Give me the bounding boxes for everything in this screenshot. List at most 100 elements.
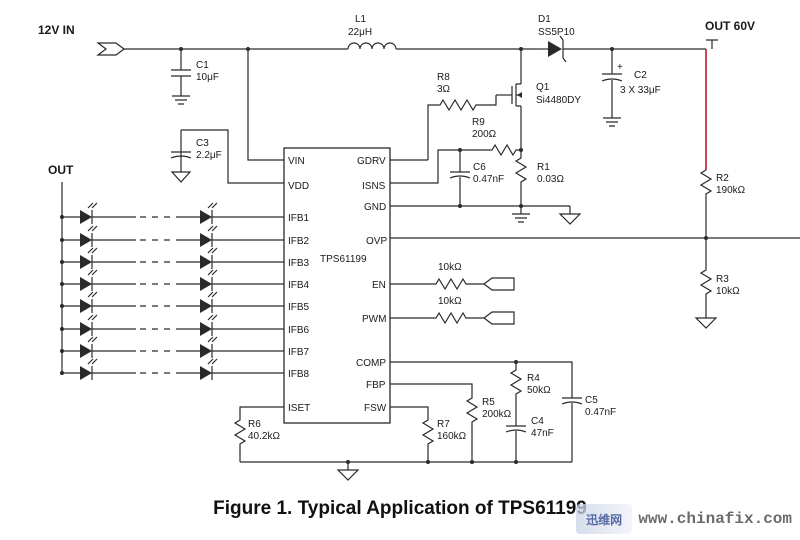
pwm-input — [390, 311, 515, 325]
pin-gnd: GND — [364, 202, 386, 213]
capacitor-c6 — [449, 150, 471, 206]
resistor-r1 — [514, 150, 528, 206]
r8-ref: R8 — [437, 72, 450, 83]
c3-ref: C3 — [196, 138, 209, 149]
c2-plus: + — [617, 62, 623, 73]
r8-value: 3Ω — [437, 84, 451, 95]
led-icon — [80, 269, 98, 291]
r3-value: 10kΩ — [716, 286, 740, 297]
pin-ifb5: IFB5 — [288, 302, 310, 313]
pin-vdd: VDD — [288, 181, 309, 192]
c5-ref: C5 — [585, 395, 598, 406]
led-icon — [80, 202, 98, 224]
c6-ref: C6 — [473, 162, 486, 173]
pin-ifb2: IFB2 — [288, 236, 310, 247]
comp-wire — [390, 361, 573, 398]
bottom-ground-symbol — [336, 462, 360, 481]
pin-en: EN — [372, 280, 386, 291]
resistor-r7 — [390, 406, 435, 462]
watermark-logo: 迅维网 — [576, 504, 633, 534]
d1-ref: D1 — [538, 14, 551, 25]
r9-ref: R9 — [472, 117, 485, 128]
led-string-ifb1 — [60, 202, 284, 224]
diode-d1 — [538, 35, 582, 63]
c3-value: 2.2μF — [196, 150, 222, 161]
led-strings — [60, 202, 284, 380]
pin-gdrv: GDRV — [357, 156, 386, 167]
r5-value: 200kΩ — [482, 409, 512, 420]
pin-isns: ISNS — [362, 181, 386, 192]
mosfet-q1 — [496, 47, 523, 150]
led-icon — [80, 358, 98, 380]
capacitor-c3 — [170, 129, 284, 184]
en-resistor-value: 10kΩ — [438, 262, 462, 273]
capacitor-c5 — [561, 397, 583, 462]
inductor-l1 — [347, 42, 397, 50]
resistor-r4 — [509, 362, 523, 426]
pin-fsw: FSW — [364, 403, 387, 414]
led-string-ifb7 — [60, 336, 284, 358]
pwm-resistor-value: 10kΩ — [438, 296, 462, 307]
r6-value: 40.2kΩ — [248, 431, 280, 442]
resistor-r6 — [233, 406, 284, 462]
c4-ref: C4 — [531, 416, 544, 427]
pin-comp: COMP — [356, 358, 386, 369]
r1-value: 0.03Ω — [537, 174, 564, 185]
resistor-r5 — [390, 383, 479, 462]
c2-value: 3 X 33μF — [620, 85, 661, 96]
r4-value: 50kΩ — [527, 385, 551, 396]
c5-value: 0.47nF — [585, 407, 616, 418]
led-icon — [200, 336, 218, 358]
pin-ifb8: IFB8 — [288, 369, 310, 380]
r2-value: 190kΩ — [716, 185, 746, 196]
pin-ifb7: IFB7 — [288, 347, 310, 358]
resistor-r3 — [694, 238, 718, 329]
led-icon — [200, 314, 218, 336]
c6-value: 0.47nF — [473, 174, 504, 185]
watermark-text: www.chinafix.com — [638, 510, 792, 528]
pin-ifb6: IFB6 — [288, 325, 310, 336]
q1-value: Si4480DY — [536, 95, 581, 106]
capacitor-c1 — [171, 47, 191, 105]
r3-ref: R3 — [716, 274, 729, 285]
led-icon — [200, 358, 218, 380]
led-icon — [200, 247, 218, 269]
led-icon — [80, 247, 98, 269]
r5-ref: R5 — [482, 397, 495, 408]
pin-pwm: PWM — [362, 314, 386, 325]
r4-ref: R4 — [527, 373, 540, 384]
led-string-ifb4 — [60, 269, 284, 291]
input-label: 12V IN — [38, 23, 75, 37]
led-icon — [200, 202, 218, 224]
d1-value: SS5P10 — [538, 27, 575, 38]
led-string-ifb6 — [60, 314, 284, 336]
figure-caption: Figure 1. Typical Application of TPS6119… — [213, 498, 587, 519]
led-icon — [80, 314, 98, 336]
l1-ref: L1 — [355, 14, 367, 25]
l1-value: 22μH — [348, 27, 372, 38]
pin-iset: ISET — [288, 403, 310, 414]
led-icon — [80, 291, 98, 313]
capacitor-c4 — [505, 425, 527, 462]
c1-value: 10μF — [196, 72, 219, 83]
led-icon — [80, 336, 98, 358]
resistor-r2 — [699, 169, 713, 238]
r2-ref: R2 — [716, 173, 729, 184]
resistor-r8 — [427, 95, 497, 160]
en-input — [390, 277, 515, 291]
c2-ref: C2 — [634, 70, 647, 81]
pin-fbp: FBP — [366, 380, 386, 391]
capacitor-c2 — [601, 47, 623, 127]
resistor-r9 — [390, 143, 521, 184]
ground-symbol — [512, 206, 582, 225]
led-icon — [80, 225, 98, 247]
led-string-ifb3 — [60, 247, 284, 269]
r1-ref: R1 — [537, 162, 550, 173]
pin-vin: VIN — [288, 156, 305, 167]
r7-ref: R7 — [437, 419, 450, 430]
pin-ifb4: IFB4 — [288, 280, 310, 291]
ic-name: TPS61199 — [320, 254, 367, 265]
led-icon — [200, 225, 218, 247]
r7-value: 160kΩ — [437, 431, 467, 442]
vin-wire — [247, 49, 284, 161]
